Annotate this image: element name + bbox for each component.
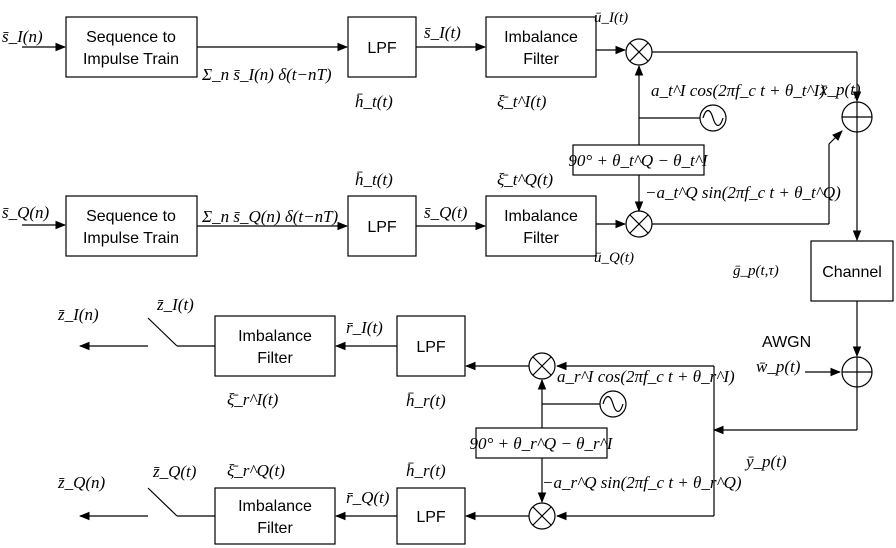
label-awgn: AWGN [762,334,811,351]
label-impulse-i: Σ_n s̄_I(n) δ(t−nT) [201,65,332,84]
label-z-q-n: z̄_Q(n) [57,473,106,492]
mixer-rx-q [528,502,556,530]
imbalance-filter-tx-i-block: Imbalance Filter [485,16,597,78]
sequence-to-impulse-q-block: Sequence to Impulse Train [65,195,198,257]
label-z-q-t: z̄_Q(t) [152,462,197,481]
sequence-to-impulse-i-block: Sequence to Impulse Train [65,16,198,78]
sampler-switch-i [147,317,178,347]
phase-rx-label: 90° + θ_r^Q − θ_r^I [470,434,614,453]
label-s-i-t: s̄_I(t) [424,23,461,42]
tx-summer [841,101,873,133]
label-y-p: ȳ_p(t) [744,452,787,471]
channel-block: Channel [810,240,894,302]
label-impulse-q: Σ_n s̄_Q(n) δ(t−nT) [201,207,339,226]
imb-rx-q-line2: Filter [257,520,293,537]
lpf-rx-q-block: LPF [396,487,466,545]
phase-shifter-rx-block: 90° + θ_r^Q − θ_r^I [470,427,614,459]
channel-label: Channel [822,264,882,281]
lpf-tx-q-label: LPF [367,219,397,236]
sampler-switch-q [147,487,178,517]
mixer-tx-i [625,38,653,66]
label-xi-t-i: ξ̄_t^I(t) [497,92,547,111]
lpf-rx-i-label: LPF [416,339,446,356]
label-u-q-t: ū_Q(t) [594,250,634,266]
oscillator-tx-icon [699,104,727,132]
tx-q-to-sum-arrow [828,130,843,145]
label-s-q-n: s̄_Q(n) [2,203,50,222]
label-r-i-t: r̄_I(t) [346,318,383,337]
noise-summer [841,356,873,388]
imbalance-filter-rx-q-block: Imbalance Filter [214,487,336,545]
label-g-p: ḡ_p(t,τ) [733,263,779,279]
seq-i-line1: Sequence to [86,29,176,46]
label-s-q-t: s̄_Q(t) [424,203,468,222]
label-h-t-q: h̄_t(t) [355,170,393,189]
label-xi-r-q: ξ̄_r^Q(t) [227,461,285,480]
label-carrier-tx-i: a_t^I cos(2πf_c t + θ_t^I) [651,81,825,100]
mixer-rx-i [528,352,556,380]
imb-rx-i-line2: Filter [257,350,293,367]
seq-q-line2: Impulse Train [83,230,179,247]
label-h-r-q: h̄_r(t) [406,461,446,480]
seq-q-line1: Sequence to [86,208,176,225]
lpf-tx-i-block: LPF [347,16,417,78]
label-xi-t-q: ξ̄_t^Q(t) [497,170,553,189]
oscillator-rx-icon [599,390,627,418]
label-w-p: w̄_p(t) [756,357,801,376]
imbalance-filter-tx-q-block: Imbalance Filter [485,195,597,257]
label-carrier-rx-q: −a_r^Q sin(2πf_c t + θ_r^Q) [542,473,742,492]
phase-shifter-tx-block: 90° + θ_t^Q − θ_t^I [568,144,709,176]
mixer-tx-q [625,210,653,238]
seq-i-line2: Impulse Train [83,51,179,68]
label-r-q-t: r̄_Q(t) [346,488,390,507]
label-x-p: x̄_p(t) [819,80,861,99]
label-z-i-t: z̄_I(t) [156,295,194,314]
label-u-i-t: ū_I(t) [594,10,628,26]
label-xi-r-i: ξ̄_r^I(t) [227,390,279,409]
label-carrier-rx-i: a_r^I cos(2πf_c t + θ_r^I) [557,367,735,386]
label-h-t-i: h̄_t(t) [355,92,393,111]
lpf-tx-q-block: LPF [347,195,417,257]
label-z-i-n: z̄_I(n) [57,305,99,324]
imb-tx-q-line2: Filter [523,230,559,247]
label-s-i-n: s̄_I(n) [2,27,43,46]
lpf-rx-q-label: LPF [416,509,446,526]
imb-tx-i-line1: Imbalance [504,29,578,46]
lpf-rx-i-block: LPF [396,315,466,377]
imbalance-filter-rx-i-block: Imbalance Filter [214,315,336,377]
label-carrier-tx-q: −a_t^Q sin(2πf_c t + θ_t^Q) [645,183,841,202]
lpf-tx-i-label: LPF [367,40,397,57]
imb-tx-q-line1: Imbalance [504,208,578,225]
imb-rx-q-line1: Imbalance [238,498,312,515]
phase-tx-label: 90° + θ_t^Q − θ_t^I [568,151,709,170]
label-h-r-i: h̄_r(t) [406,391,446,410]
imb-tx-i-line2: Filter [523,51,559,68]
imb-rx-i-line1: Imbalance [238,328,312,345]
